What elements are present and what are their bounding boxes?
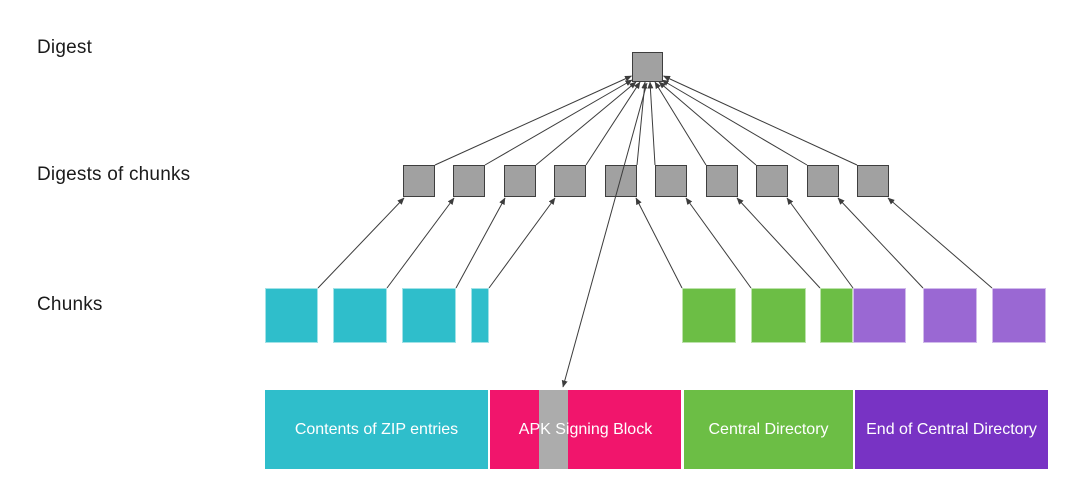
signing-block-digest-segment [539,390,568,469]
arrow-chunk-7-to-digest [736,197,821,289]
bar-contents-of-zip-entries-label: Contents of ZIP entries [294,420,459,438]
bar-contents-of-zip-entries: Contents of ZIP entries [265,390,488,469]
arrow-chunk-3-to-digest [455,197,506,289]
chunk-digest-square-8 [756,165,788,197]
arrow-digest-2-to-top [484,79,633,166]
bar-central-directory: Central Directory [684,390,853,469]
chunk-6-green [751,288,806,343]
arrow-digest-3-to-top [535,81,637,166]
chunk-digest-square-9 [807,165,839,197]
bar-apk-signing-block: APK Signing Block [490,390,681,469]
chunk-digest-square-4 [554,165,586,197]
label-digest: Digest [37,37,93,58]
bar-end-of-central-directory: End of Central Directory [855,390,1048,469]
chunk-digest-square-5 [605,165,637,197]
chunk-digest-square-2 [453,165,485,197]
arrow-digest-1-to-top [434,75,632,166]
arrow-digest-6-to-top [647,81,656,166]
arrow-chunk-4-to-digest [488,197,556,289]
bar-apk-signing-block-label: APK Signing Block [518,420,653,438]
arrow-digest-10-to-top [663,75,858,166]
chunk-5-green [682,288,736,343]
label-digests-of-chunks: Digests of chunks [37,164,191,185]
label-chunks: Chunks [37,294,103,315]
chunk-10-purple [992,288,1046,343]
arrow-chunk-6-to-digest [685,197,752,289]
arrow-chunk-1-to-digest [317,197,405,289]
chunk-digest-square-7 [706,165,738,197]
chunk-7-green [820,288,853,343]
arrow-digest-9-to-top [661,79,808,166]
chunk-3-cyan [402,288,456,343]
arrow-digest-4-to-top [585,81,641,166]
arrow-top-digest-to-signing-block [561,82,648,388]
arrow-chunk-5-to-digest [635,197,683,289]
chunk-digest-square-10 [857,165,889,197]
bar-central-directory-label: Central Directory [708,420,829,438]
chunk-1-cyan [265,288,318,343]
chunk-digest-square-1 [403,165,435,197]
arrow-chunk-8-to-digest [786,197,854,289]
chunk-4-cyan [471,288,489,343]
arrow-digest-7-to-top [654,81,707,166]
chunk-digest-square-3 [504,165,536,197]
bar-end-of-central-directory-label: End of Central Directory [866,420,1037,438]
chunk-2-cyan [333,288,387,343]
arrow-chunk-10-to-digest [887,197,993,289]
top-digest-square [632,52,663,82]
arrow-digest-5-to-top [636,81,648,166]
chunk-9-purple [923,288,977,343]
chunk-8-purple [853,288,906,343]
arrow-chunk-9-to-digest [837,197,924,289]
arrow-chunk-2-to-digest [386,197,455,289]
chunk-digest-square-6 [655,165,687,197]
arrow-digest-8-to-top [658,81,757,166]
